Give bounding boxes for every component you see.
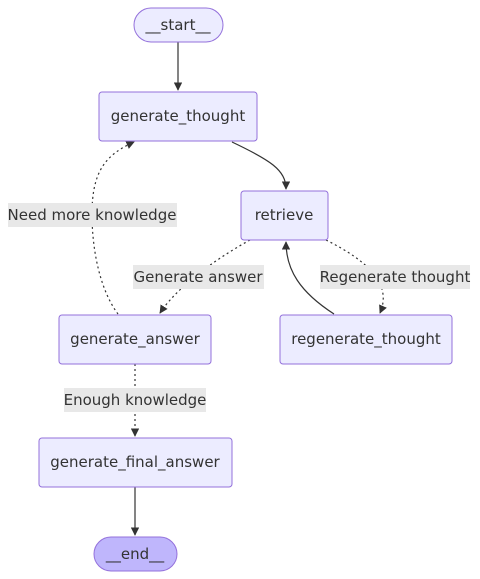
edge-regenerate-thought-to-retrieve	[281, 241, 335, 315]
svg-text:Generate answer: Generate answer	[133, 268, 263, 286]
node-generate-final-answer[interactable]: generate_final_answer	[38, 437, 233, 488]
svg-text:retrieve: retrieve	[255, 206, 314, 224]
svg-text:regenerate_thought: regenerate_thought	[291, 330, 441, 349]
edge-generate-answer-to-generate-thought	[91, 141, 135, 315]
node-generate-thought[interactable]: generate_thought	[98, 91, 258, 142]
nodes: __start__ generate_thought retrieve gene…	[38, 7, 453, 572]
node-regenerate-thought[interactable]: regenerate_thought	[279, 314, 453, 365]
edge-label-regenerate-thought: Regenerate thought	[320, 265, 471, 289]
node-generate-answer[interactable]: generate_answer	[58, 314, 212, 365]
svg-text:generate_answer: generate_answer	[70, 330, 200, 349]
svg-text:Need more knowledge: Need more knowledge	[8, 206, 177, 224]
svg-text:__start__: __start__	[145, 16, 211, 35]
svg-text:Enough knowledge: Enough knowledge	[64, 391, 207, 409]
edge-generate-thought-to-retrieve	[231, 141, 291, 190]
svg-text:Regenerate thought: Regenerate thought	[320, 268, 471, 286]
edge-label-need-more-knowledge: Need more knowledge	[8, 203, 177, 227]
svg-text:generate_final_answer: generate_final_answer	[50, 453, 220, 472]
svg-text:generate_thought: generate_thought	[111, 107, 246, 126]
edge-label-generate-answer: Generate answer	[133, 265, 264, 289]
edge-labels: Need more knowledge Generate answer Rege…	[8, 203, 471, 412]
node-end[interactable]: __end__	[93, 536, 178, 572]
node-retrieve[interactable]: retrieve	[240, 190, 329, 241]
edge-retrieve-to-regenerate-thought	[325, 239, 387, 314]
svg-text:__end__: __end__	[105, 545, 165, 564]
node-start[interactable]: __start__	[133, 7, 224, 43]
edge-label-enough-knowledge: Enough knowledge	[64, 388, 207, 412]
